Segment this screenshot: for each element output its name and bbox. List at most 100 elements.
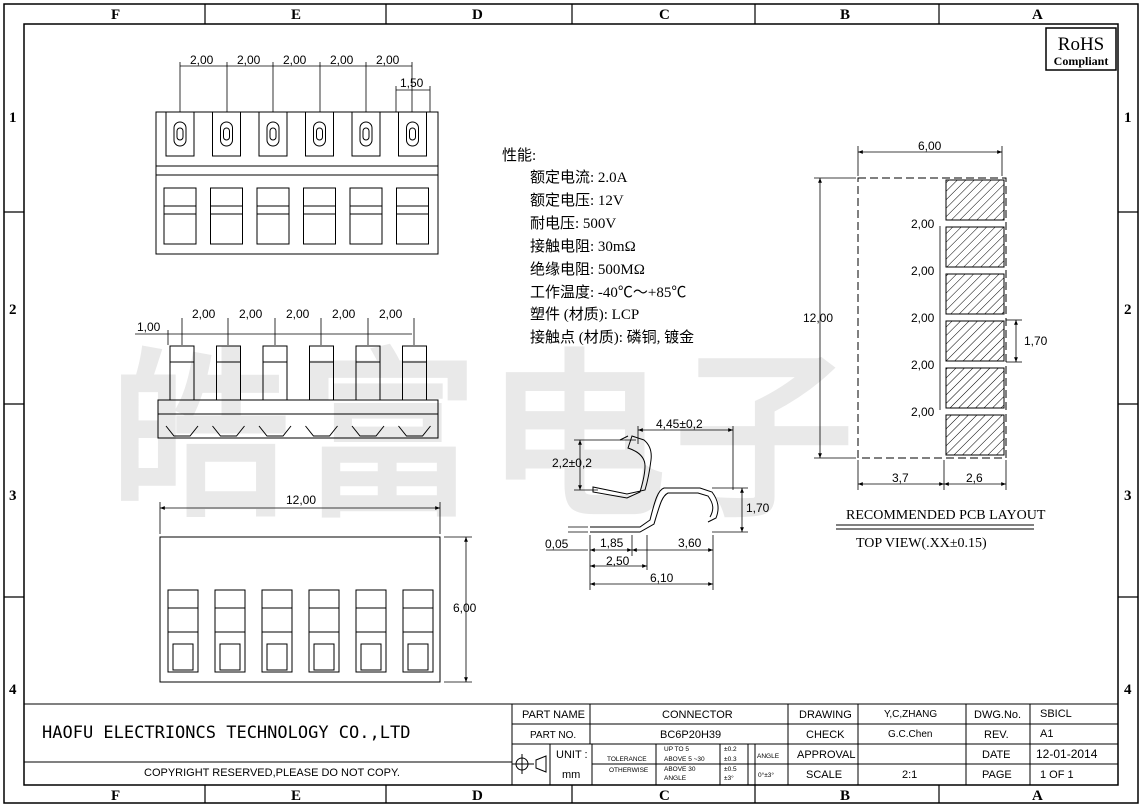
dim-front-pitch-3: 2,00: [286, 307, 310, 321]
date-label: DATE: [982, 749, 1011, 761]
zone-col-top-a: A: [1032, 7, 1043, 23]
tolerance-row-3-value: ±0.5: [724, 766, 737, 773]
bottom-view-body: [159, 536, 441, 683]
rohs-badge: RoHS Compliant: [1045, 27, 1117, 71]
tolerance-row-3: ABOVE 30: [664, 766, 696, 773]
zone-col-top-d: D: [472, 7, 483, 23]
zone-col-bottom-e: E: [291, 788, 301, 804]
drawing-label: DRAWING: [799, 709, 852, 721]
pcb-caption: RECOMMENDED PCB LAYOUT: [846, 508, 1046, 523]
dim-pcb-pitch-5: 2,00: [911, 405, 935, 419]
unit-label: UNIT :: [556, 749, 588, 761]
zone-row-right-3: 3: [1124, 488, 1132, 504]
dim-contact-360: 3,60: [678, 536, 702, 550]
front-view-pin: [165, 345, 199, 437]
part-no-label: PART NO.: [530, 730, 576, 741]
rohs-compliant: Compliant: [1054, 54, 1109, 68]
zone-col-bottom-d: D: [472, 788, 483, 804]
dim-pcb-width: 6,00: [918, 139, 942, 153]
bottom-view-slot: [261, 589, 293, 673]
zone-row-left-4: 4: [9, 682, 17, 698]
rohs-text: RoHS: [1058, 34, 1104, 55]
tolerance-row-2-value: ±0.3: [724, 756, 737, 763]
zone-col-top-f: F: [111, 7, 120, 23]
top-view-pin: [163, 111, 197, 245]
part-name-label: PART NAME: [522, 709, 585, 721]
tolerance-row-2: ABOVE 5 ~30: [664, 756, 705, 763]
zone-col-bottom-b: B: [840, 788, 850, 804]
zone-row-right-1: 1: [1124, 110, 1132, 126]
dim-top-pitch-5: 2,00: [376, 53, 400, 67]
dim-pcb-pitch-2: 2,00: [911, 264, 935, 278]
zone-row-right-4: 4: [1124, 682, 1132, 698]
spec-line-3: 耐电压: 500V: [530, 215, 616, 232]
check-label: CHECK: [806, 729, 845, 741]
dim-pcb-pitch-1: 2,00: [911, 217, 935, 231]
pcb-layout: [857, 177, 1007, 459]
pcb-pad: [945, 367, 1005, 409]
zone-row-left-1: 1: [9, 110, 17, 126]
top-view-body: [155, 111, 439, 255]
dwg-label: DWG.No.: [974, 709, 1021, 721]
pcb-pad: [945, 179, 1005, 221]
page-label: PAGE: [982, 769, 1012, 781]
bottom-view-slot: [214, 589, 246, 673]
front-view-body: [157, 399, 439, 439]
dim-top-pitch-2: 2,00: [237, 53, 261, 67]
page-value: 1 OF 1: [1040, 769, 1074, 781]
dim-contact-610: 6,10: [650, 571, 674, 585]
pcb-pad: [945, 414, 1005, 456]
tolerance-label-1: TOLERANCE: [607, 756, 647, 763]
scale-value: 2:1: [902, 769, 917, 781]
front-view-pin: [212, 345, 245, 437]
dim-contact-170: 1,70: [746, 501, 770, 515]
drawing-value: Y,C,ZHANG: [884, 709, 937, 720]
zone-row-right-2: 2: [1124, 302, 1132, 318]
bottom-view-slot: [167, 589, 199, 673]
zone-col-top-c: C: [659, 7, 670, 23]
contact-spring-profile: [590, 435, 719, 533]
tolerance-row-4-value: ±3°: [724, 774, 734, 782]
top-view-pin: [303, 111, 336, 245]
zone-col-bottom-f: F: [111, 788, 120, 804]
part-name-value: CONNECTOR: [662, 709, 733, 721]
dim-top-pitch-4: 2,00: [330, 53, 354, 67]
spec-list: 性能: 额定电流: 2.0A 额定电压: 12V 耐电压: 500V 接触电阻:…: [502, 147, 694, 346]
zone-col-top-b: B: [840, 7, 850, 23]
dwg-value: SBICL: [1040, 708, 1072, 720]
front-view-pin: [398, 345, 431, 437]
top-view-pin: [256, 111, 290, 245]
top-view-pin: [396, 111, 429, 245]
dim-front-pitch-1: 2,00: [192, 307, 216, 321]
tolerance-row-4: ANGLE: [664, 775, 687, 782]
zone-col-top-e: E: [291, 7, 301, 23]
bottom-view-slot: [308, 589, 340, 673]
dim-pcb-pitch-4: 2,00: [911, 358, 935, 372]
tolerance-row-1: UP TO 5: [664, 746, 689, 753]
spec-heading: 性能:: [502, 147, 536, 164]
zone-row-left-3: 3: [9, 488, 17, 504]
dim-pcb-pad-width: 1,70: [1024, 334, 1048, 348]
zone-col-bottom-c: C: [659, 788, 670, 804]
spec-line-6: 工作温度: -40℃～+85℃: [530, 284, 686, 301]
pcb-pad: [945, 226, 1005, 268]
angle-label: ANGLE: [757, 753, 780, 760]
tolerance-label-2: OTHERWISE: [609, 767, 649, 774]
dim-contact-250: 2,50: [606, 554, 630, 568]
front-view: [157, 345, 439, 439]
spec-line-1: 额定电流: 2.0A: [530, 169, 628, 186]
date-value: 12-01-2014: [1036, 747, 1098, 761]
dim-top-pitch-1: 2,00: [190, 53, 214, 67]
dim-bottom-height: 6,00: [453, 601, 477, 615]
pcb-pad: [945, 273, 1005, 315]
spec-line-2: 额定电压: 12V: [530, 192, 624, 209]
dim-pcb-pitch-3: 2,00: [911, 311, 935, 325]
front-view-pin: [258, 345, 292, 437]
dim-top-width: 1,50: [400, 76, 424, 90]
zone-col-bottom-a: A: [1032, 788, 1043, 804]
dim-front-pitch-5: 2,00: [379, 307, 403, 321]
top-view-pin: [210, 111, 243, 245]
zone-row-left-2: 2: [9, 302, 17, 318]
top-view: [155, 111, 439, 255]
scale-label: SCALE: [806, 769, 842, 781]
